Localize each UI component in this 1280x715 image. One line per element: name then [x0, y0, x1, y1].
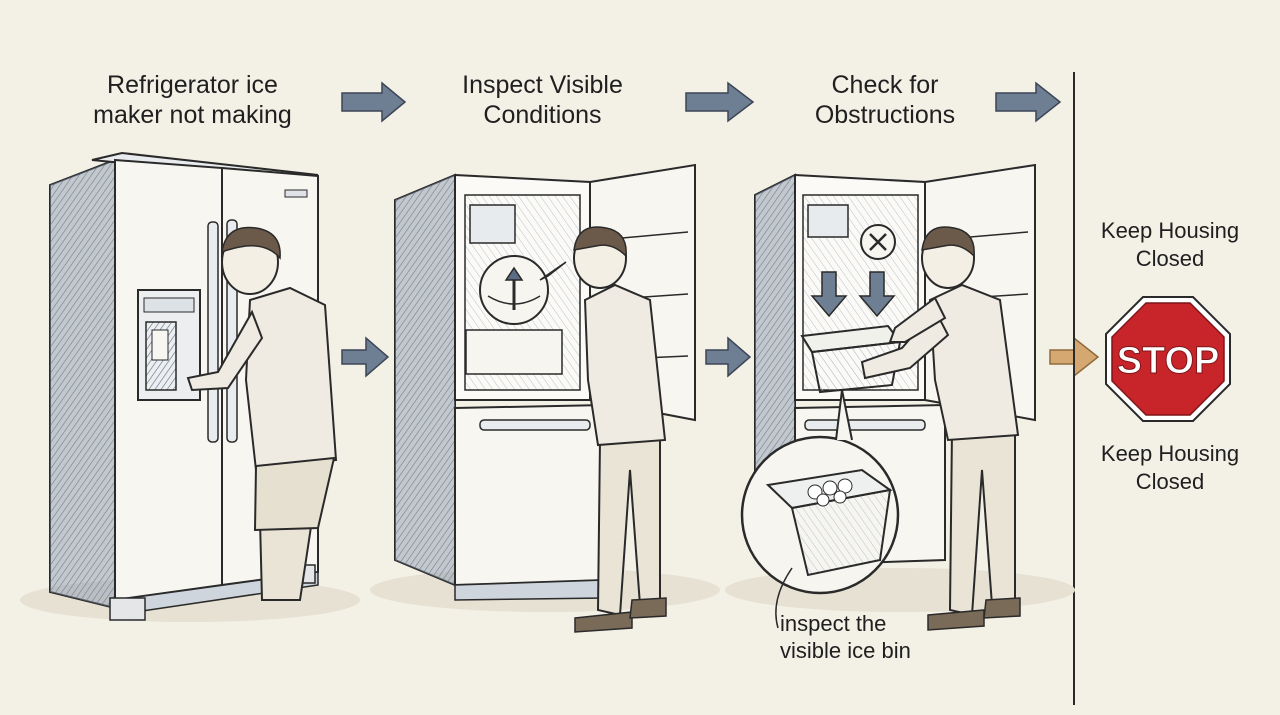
step-1-person	[186, 226, 338, 601]
stop-sign-text: STOP	[1117, 340, 1220, 382]
down-arrow-icon	[810, 271, 848, 318]
down-arrow-icon	[858, 271, 896, 318]
header-arrow-2	[685, 81, 755, 123]
ice-bin-callout-label: inspect the visible ice bin	[780, 611, 911, 663]
step-3-fridge	[725, 163, 1075, 629]
step-3-person	[860, 226, 1021, 631]
step-3-title: Check for Obstructions	[814, 71, 956, 129]
mid-arrow-2	[705, 336, 752, 378]
keep-housing-closed-bottom: Keep Housing Closed	[1100, 441, 1240, 494]
step-2-person	[573, 226, 667, 633]
mid-arrow-1	[341, 336, 390, 378]
stop-sign: STOP	[1105, 296, 1231, 422]
header-arrow-3	[995, 81, 1062, 123]
keep-housing-closed-top: Keep Housing Closed	[1100, 218, 1240, 271]
header-arrow-1	[341, 81, 407, 123]
step-1-title: Refrigerator ice maker not making	[93, 71, 292, 129]
step-2-fridge	[370, 163, 720, 612]
step-2-title: Inspect Visible Conditions	[462, 71, 623, 129]
